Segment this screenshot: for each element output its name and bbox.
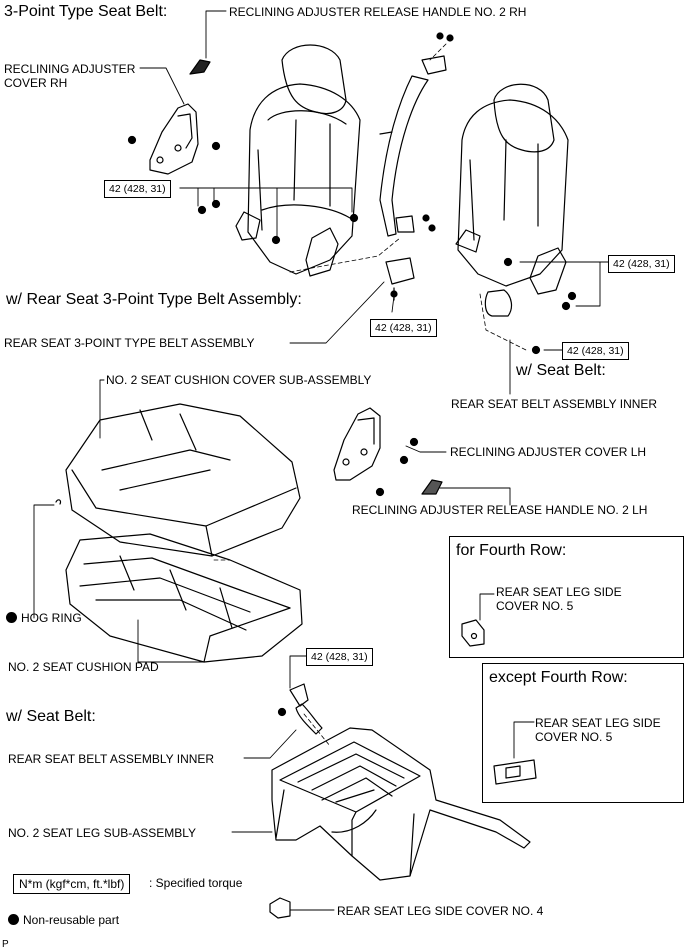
seatback-right [455, 83, 577, 355]
legend-dot-icon [8, 914, 19, 925]
heading-three-point-belt: 3-Point Type Seat Belt: [4, 3, 168, 20]
legend-non-reusable-text: Non-reusable part [23, 913, 120, 927]
label-rear-seat-3pt-belt-assy: REAR SEAT 3-POINT TYPE BELT ASSEMBLY [4, 336, 255, 350]
leader-lines [33, 10, 609, 911]
seat-leg-frame [271, 727, 531, 881]
label-seat-leg-sub: NO. 2 SEAT LEG SUB-ASSEMBLY [8, 826, 197, 840]
label-seat-cushion-cover: NO. 2 SEAT CUSHION COVER SUB-ASSEMBLY [106, 373, 372, 387]
inset-except-fourth-label: REAR SEAT LEG SIDE COVER NO. 5 [535, 716, 661, 744]
seat-cushion-cover [65, 403, 301, 557]
footer-code: P [2, 939, 9, 950]
legend-torque-text: : Specified torque [149, 876, 243, 890]
adjuster-cover-lh [333, 407, 443, 497]
torque-box-4: 42 (428, 31) [562, 342, 629, 360]
release-handle-rh [189, 59, 211, 75]
label-release-handle-rh: RECLINING ADJUSTER RELEASE HANDLE NO. 2 … [229, 5, 527, 19]
seat-belt-inner-lower [277, 683, 323, 735]
label-seat-cushion-pad: NO. 2 SEAT CUSHION PAD [8, 660, 159, 674]
label-hog-ring: HOG RING [6, 611, 82, 625]
inset-except-fourth-title: except Fourth Row: [489, 669, 628, 686]
label-adjuster-cover-rh: RECLINING ADJUSTER COVER RH [4, 62, 136, 90]
seat-cushion-pad [65, 533, 303, 663]
adjuster-cover-rh [127, 103, 221, 175]
inset-fourth-row-title: for Fourth Row: [456, 542, 567, 559]
seat-belt-3pt [379, 32, 454, 301]
label-leg-cover-no4: REAR SEAT LEG SIDE COVER NO. 4 [337, 904, 544, 918]
legend-torque-box: N*m (kgf*cm, ft.*lbf) [13, 874, 131, 894]
inset-fourth-row: for Fourth Row: REAR SEAT LEG SIDE COVER… [449, 536, 684, 658]
inset-fourth-row-label: REAR SEAT LEG SIDE COVER NO. 5 [496, 585, 622, 613]
non-reusable-dot-icon [6, 612, 17, 623]
leg-cover-no5-except [493, 759, 537, 785]
heading-w-seat-belt-upper: w/ Seat Belt: [516, 362, 606, 379]
label-adjuster-cover-lh: RECLINING ADJUSTER COVER LH [450, 445, 647, 459]
hog-ring-text: HOG RING [21, 611, 82, 625]
torque-box-3: 42 (428, 31) [370, 319, 437, 337]
heading-w-seat-belt-lower: w/ Seat Belt: [6, 708, 96, 725]
dashed-lines [213, 43, 527, 747]
label-belt-inner-upper: REAR SEAT BELT ASSEMBLY INNER [451, 397, 658, 411]
legend-non-reusable: Non-reusable part [8, 913, 119, 927]
heading-rear-3pt-belt: w/ Rear Seat 3-Point Type Belt Assembly: [6, 291, 302, 308]
torque-box-2: 42 (428, 31) [608, 255, 675, 273]
torque-box-5: 42 (428, 31) [306, 648, 373, 666]
leg-cover-no4 [269, 897, 291, 919]
seatback-left [197, 44, 361, 277]
label-belt-inner-lower: REAR SEAT BELT ASSEMBLY INNER [8, 752, 215, 766]
inset-except-fourth-row: except Fourth Row: REAR SEAT LEG SIDE CO… [482, 663, 684, 803]
torque-box-1: 42 (428, 31) [104, 180, 171, 198]
leg-cover-no5-fourth-row [461, 619, 485, 647]
label-release-handle-lh: RECLINING ADJUSTER RELEASE HANDLE NO. 2 … [352, 503, 648, 517]
hog-ring-symbol [55, 499, 62, 505]
